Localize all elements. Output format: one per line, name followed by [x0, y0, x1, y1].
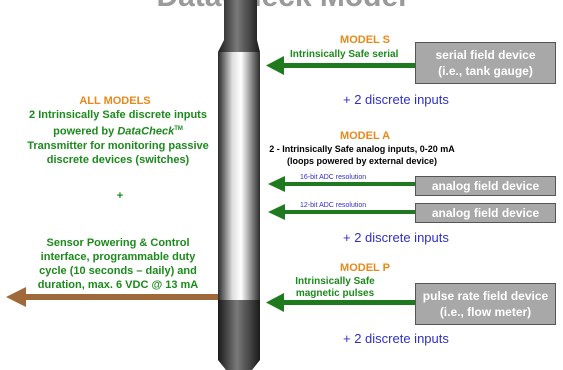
analog-field-device-box-1: analog field device: [415, 176, 556, 196]
arrow-analog-2: [268, 204, 415, 220]
model-a-desc1: 2 - Intrinsically Safe analog inputs, 0-…: [269, 144, 455, 154]
adc-16bit-label: 16-bit ADC resolution: [300, 174, 367, 181]
all-models-description: 2 Intrinsically Safe discrete inputs pow…: [0, 108, 236, 167]
pole-body: [218, 52, 260, 300]
analog-field-device-box-2: analog field device: [415, 203, 556, 223]
adc-12bit-label: 12-bit ADC resolution: [300, 202, 367, 209]
brand-name: DataCheck: [117, 125, 175, 138]
model-s-discrete-inputs: + 2 discrete inputs: [343, 92, 449, 107]
model-a-discrete-inputs: + 2 discrete inputs: [343, 230, 449, 245]
arrow-sensor: [6, 287, 218, 307]
sensor-line4: duration, max. 6 VDC @ 13 mA: [37, 279, 199, 291]
plus-sign: +: [116, 190, 124, 202]
all-models-line4: discrete devices (switches): [46, 153, 190, 166]
model-p-desc2: magnetic pulses: [295, 288, 375, 299]
arrow-analog-1: [268, 176, 415, 192]
model-p-heading: MODEL P: [340, 262, 390, 274]
sensor-line2: interface, programmable duty: [40, 251, 196, 263]
pole-top: [218, 0, 260, 52]
powered-by-text: powered by: [53, 125, 118, 138]
model-s-heading: MODEL S: [340, 34, 390, 46]
model-a-description: 2 - Intrinsically Safe analog inputs, 0-…: [262, 143, 462, 167]
all-models-line2: powered by DataCheckTM: [0, 122, 236, 139]
pole-bottom: [218, 300, 260, 370]
pulse-device-line2: (i.e., flow meter): [439, 305, 532, 319]
serial-device-line1: serial field device: [435, 48, 536, 62]
sensor-line1: Sensor Powering & Control: [46, 237, 190, 249]
all-models-line1: 2 Intrinsically Safe discrete inputs: [29, 109, 207, 121]
serial-device-line2: (i.e., tank gauge): [438, 64, 533, 78]
model-p-desc1: Intrinsically Safe: [295, 276, 375, 287]
all-models-line3: Transmitter for monitoring passive: [27, 139, 209, 152]
model-s-subtitle: Intrinsically Safe serial: [290, 49, 399, 60]
model-a-desc2: (loops powered by external device): [286, 156, 438, 166]
arrow-model-s: [266, 56, 415, 75]
model-a-heading: MODEL A: [339, 130, 391, 142]
arrow-model-p: [266, 293, 415, 312]
serial-field-device-box: serial field device (i.e., tank gauge): [415, 42, 556, 84]
all-models-heading: ALL MODELS: [79, 95, 151, 107]
model-p-discrete-inputs: + 2 discrete inputs: [343, 331, 449, 346]
sensor-line3: cycle (10 seconds – daily) and: [39, 265, 197, 277]
page-title: DataCheck Model: [0, 0, 563, 14]
sensor-description: Sensor Powering & Control interface, pro…: [0, 236, 236, 292]
pulse-device-line1: pulse rate field device: [422, 289, 549, 303]
trademark: TM: [174, 126, 183, 132]
model-p-description: Intrinsically Safe magnetic pulses: [290, 276, 380, 300]
pulse-rate-field-device-box: pulse rate field device (i.e., flow mete…: [415, 283, 556, 325]
